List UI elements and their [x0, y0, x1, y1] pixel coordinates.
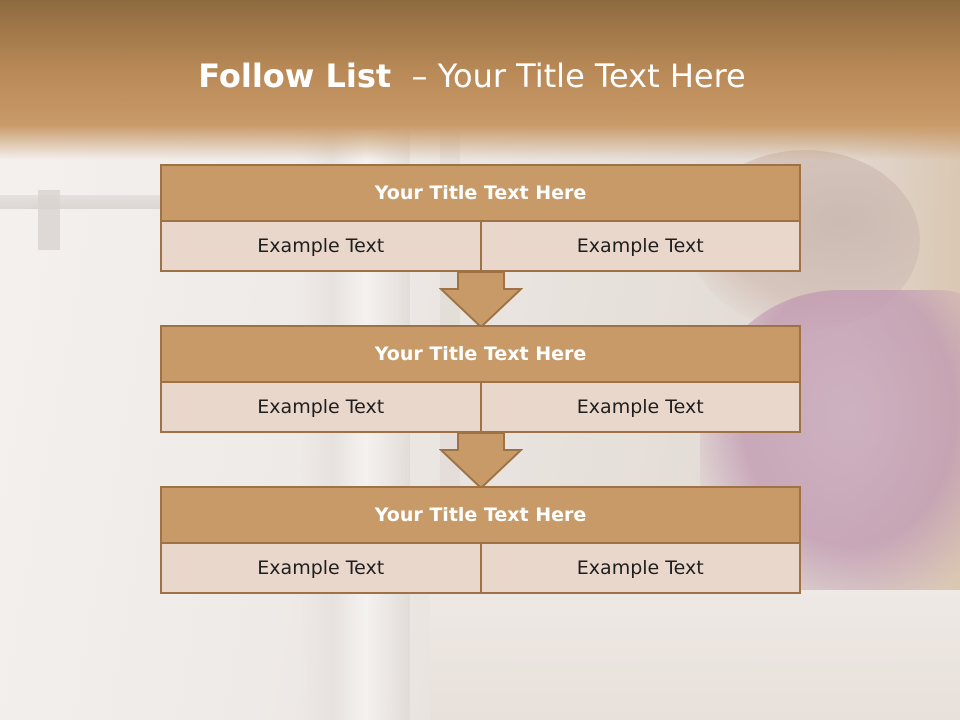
- list-item-title: Your Title Text Here: [160, 164, 801, 222]
- list-item: Your Title Text Here Example Text Exampl…: [160, 164, 801, 272]
- list-item: Your Title Text Here Example Text Exampl…: [160, 325, 801, 433]
- background-post: [38, 190, 60, 250]
- slide-title-rest: – Your Title Text Here: [391, 57, 746, 95]
- background-rail: [0, 195, 170, 209]
- background-window-sill: [430, 590, 960, 720]
- list-item-right-text: Example Text: [480, 222, 801, 272]
- list-item-row: Example Text Example Text: [160, 222, 801, 272]
- list-item-left-text: Example Text: [160, 544, 481, 594]
- list-item-left-text: Example Text: [160, 383, 481, 433]
- list-item-left-text: Example Text: [160, 222, 481, 272]
- list-item-title: Your Title Text Here: [160, 325, 801, 383]
- slide-title-bold: Follow List: [198, 57, 392, 95]
- list-item-row: Example Text Example Text: [160, 544, 801, 594]
- list-item-right-text: Example Text: [480, 383, 801, 433]
- list-item-right-text: Example Text: [480, 544, 801, 594]
- down-arrow-icon: [439, 432, 523, 490]
- header-band: [0, 0, 960, 160]
- list-item: Your Title Text Here Example Text Exampl…: [160, 486, 801, 594]
- down-arrow-icon: [439, 271, 523, 329]
- list-item-title: Your Title Text Here: [160, 486, 801, 544]
- list-item-row: Example Text Example Text: [160, 383, 801, 433]
- slide-title: Follow List – Your Title Text Here: [0, 56, 944, 96]
